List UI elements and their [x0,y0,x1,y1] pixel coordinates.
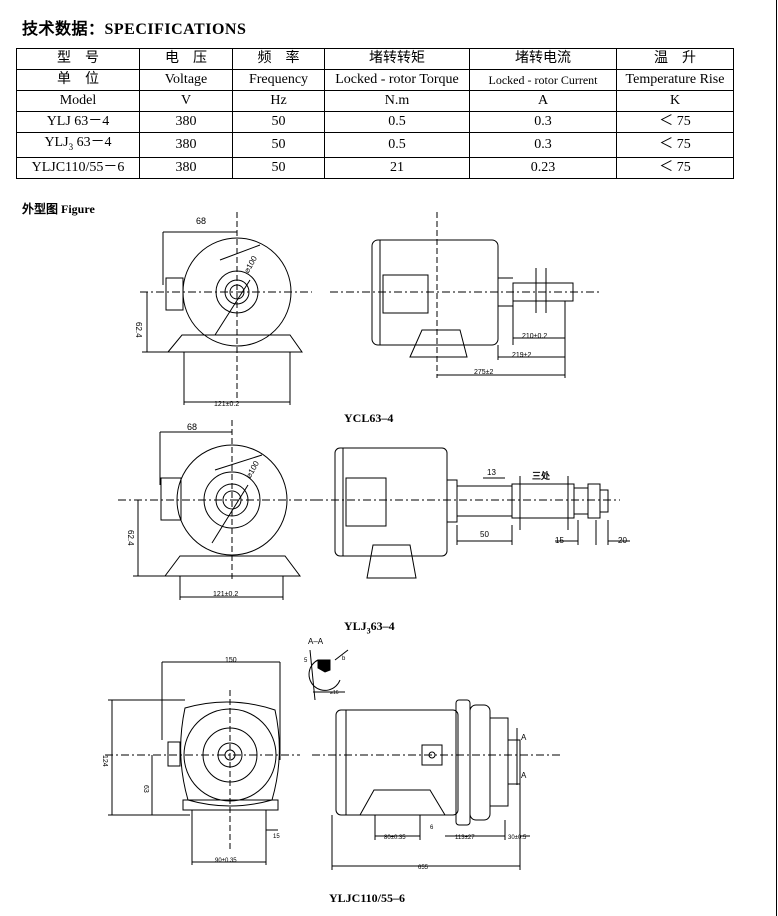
caption-ycl63: YCL63–4 [344,411,394,425]
table-cell: ＜ 75 [616,156,734,179]
table-cell: 380 [139,111,233,133]
figure-1-drawing [140,212,600,405]
dim-label: 219±2 [512,352,532,359]
table-cell: 型 号 [16,48,140,70]
dim-label: 13 [487,468,496,477]
caption-subscript: 3 [366,626,371,636]
dim-label: 124 [101,755,108,767]
dim-label: 90±0.35 [215,858,237,864]
dim-label: ⌀100 [242,254,259,275]
specifications-title: 技术数据：SPECIFICATIONS [22,21,247,38]
dim-label: 63 [142,785,149,793]
dim-label: ⌀100 [244,459,261,480]
figure-3-drawing [105,649,560,870]
table-row: YLJC110/55－6 380 50 21 0.23 ＜ 75 [16,156,734,179]
dim-label: 20 [618,536,627,545]
dim-label: b [342,656,346,662]
table-cell: ＜ 75 [616,132,734,158]
dim-note: 三处 [532,470,551,481]
dim-label: 113±27 [455,835,475,841]
table-cell: 电 压 [139,48,233,70]
dim-label: 275±2 [474,369,494,376]
dim-label: 30±0.5 [508,835,527,841]
table-cell: 380 [139,132,233,158]
dim-label: 15 [273,834,280,840]
table-cell: YLJ 63－4 [16,111,140,133]
model-name: YLJ [44,135,69,150]
dim-label: 150 [225,657,237,664]
caption-main: YLJ [344,619,367,633]
dim-label: 80±0.35 [384,835,406,841]
dim-label: 210±0.2 [522,333,547,340]
section-label: A–A [308,637,324,646]
dim-label: ⌀16 [330,690,339,696]
fig2-front-view [118,420,315,600]
figure-label: 外型图 Figure [22,202,95,216]
dim-label: 121±0.2 [214,401,239,408]
dim-label: 68 [187,422,197,432]
dim-label: 15 [555,536,564,545]
table-cell: Frequency [232,69,325,91]
dim-label: 62.4 [126,530,135,546]
specifications-table: 型 号 电 压 频 率 堵转转矩 堵转电流 温 升 单 位 Voltage Fr… [16,48,734,179]
dim-label: 68 [196,216,206,226]
table-cell: 频 率 [232,48,325,70]
right-border-line [776,0,777,916]
table-cell: 0.3 [469,132,617,158]
dimension-labels: 68 ⌀100 62.4 121±0.2 210±0.2 219±2 275±2… [101,216,627,871]
table-cell: 21 [324,156,470,179]
fig3-front-view [105,661,300,865]
figure-2-drawing [118,420,630,600]
table-cell: 0.3 [469,111,617,133]
dim-label: 121±0.2 [213,591,238,598]
model-suffix: 63－4 [73,135,112,150]
dim-label: 50 [480,530,489,539]
table-row: YLJ3 63－4 380 50 0.5 0.3 ＜ 75 [16,132,734,158]
dim-label: 655 [418,865,429,871]
table-cell: 50 [232,156,325,179]
table-row: YLJ 63－4 380 50 0.5 0.3 ＜ 75 [16,111,734,133]
table-cell: Voltage [139,69,233,91]
fig3-section-detail [308,649,349,701]
dim-label: A [521,733,527,742]
table-cell: ＜ 75 [616,111,734,133]
caption-end: 63–4 [370,619,395,633]
table-cell: 0.23 [469,156,617,179]
table-row-header-cn: 型 号 电 压 频 率 堵转转矩 堵转电流 温 升 [16,48,734,70]
table-cell: 堵转转矩 [324,48,470,70]
table-row-units: Model V Hz N.m A K [16,90,734,112]
dim-label: A [521,771,527,780]
caption-yljc110: YLJC110/55–6 [329,891,406,905]
fig2-side-view [315,447,630,579]
dim-label: 5 [304,658,308,664]
table-cell: 0.5 [324,111,470,133]
fig3-side-view [312,699,560,870]
table-cell: Temperature Rise [616,69,734,91]
dim-label: 62.4 [134,322,143,338]
dim-label: 6 [430,825,434,831]
fig1-front-view [140,212,312,405]
caption-ylj3-63: YLJ363–4 [344,619,395,635]
model-subscript: 3 [68,141,74,152]
fig1-side-view [330,212,600,378]
